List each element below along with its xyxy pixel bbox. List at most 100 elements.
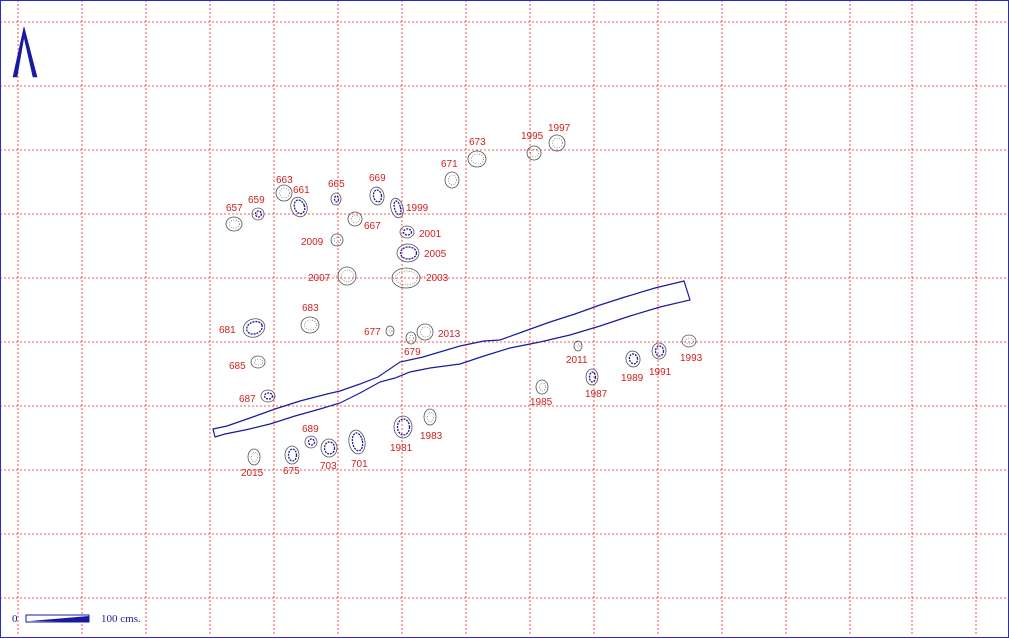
feature-1991: [651, 342, 667, 360]
feature-2007: [337, 266, 357, 286]
scale-bar-end-label: 100 cms.: [101, 613, 141, 625]
feature-2005: [396, 243, 420, 263]
feature-outline: [625, 350, 641, 368]
feature-outline: [467, 150, 487, 168]
feature-label-689: 689: [302, 424, 319, 435]
feature-703: [320, 438, 338, 458]
feature-hachure: [448, 174, 457, 186]
feature-outline: [405, 331, 417, 345]
feature-label-665: 665: [328, 179, 345, 190]
feature-label-669: 669: [369, 173, 386, 184]
feature-hachure: [396, 418, 411, 436]
feature-label-2005: 2005: [424, 249, 447, 260]
feature-1999: [390, 197, 404, 219]
feature-outline: [225, 216, 243, 232]
feature-outline: [535, 379, 549, 395]
feature-hachure: [588, 371, 597, 383]
feature-outline: [290, 196, 308, 218]
feature-outline: [526, 145, 542, 161]
feature-outline: [348, 429, 366, 455]
feature-hachure: [279, 187, 290, 199]
features-layer: [225, 134, 697, 466]
feature-hachure: [351, 214, 360, 224]
feature-hachure: [333, 195, 340, 203]
feature-label-663: 663: [276, 175, 293, 186]
feature-hachure: [323, 441, 336, 455]
feature-2013: [416, 323, 434, 341]
feature-label-661: 661: [293, 185, 310, 196]
feature-679: [405, 331, 417, 345]
feature-hachure: [388, 328, 393, 334]
feature-outline: [681, 334, 697, 348]
feature-2001: [399, 225, 415, 239]
feature-label-667: 667: [364, 221, 381, 232]
feature-label-703: 703: [320, 461, 337, 472]
feature-681: [242, 318, 266, 338]
feature-hachure: [372, 189, 383, 203]
feature-outline: [393, 415, 413, 439]
feature-label-2007: 2007: [308, 273, 331, 284]
feature-661: [290, 196, 308, 218]
feature-outline: [330, 233, 344, 247]
feature-outline: [399, 225, 415, 239]
feature-hachure: [628, 353, 639, 365]
feature-label-673: 673: [469, 137, 486, 148]
feature-hachure: [420, 326, 431, 338]
feature-outline: [247, 448, 261, 466]
feature-1989: [625, 350, 641, 368]
feature-667: [347, 211, 363, 227]
feature-label-679: 679: [404, 347, 421, 358]
feature-outline: [260, 389, 276, 403]
feature-671: [444, 171, 460, 189]
feature-657: [225, 216, 243, 232]
feature-hachure: [229, 219, 240, 229]
feature-hachure: [402, 228, 413, 236]
feature-hachure: [395, 270, 418, 286]
feature-label-671: 671: [441, 159, 458, 170]
feature-2015: [247, 448, 261, 466]
scale-bar-start-label: 0: [12, 613, 18, 625]
feature-outline: [651, 342, 667, 360]
feature-hachure: [254, 210, 263, 218]
feature-hachure: [399, 246, 418, 260]
feature-label-2015: 2015: [241, 468, 264, 479]
feature-hachure: [304, 319, 317, 331]
feature-label-1989: 1989: [621, 373, 644, 384]
feature-label-681: 681: [219, 325, 236, 336]
feature-label-1997: 1997: [548, 123, 571, 134]
feature-685: [250, 355, 266, 369]
feature-hachure: [254, 358, 263, 366]
feature-outline: [275, 184, 293, 202]
feature-outline: [416, 323, 434, 341]
feature-outline: [347, 211, 363, 227]
feature-hachure: [576, 343, 581, 349]
feature-1985: [535, 379, 549, 395]
feature-label-1995: 1995: [521, 131, 544, 142]
feature-hachure: [654, 345, 665, 357]
feature-label-701: 701: [351, 459, 368, 470]
feature-outline: [396, 243, 420, 263]
feature-outline: [573, 340, 583, 352]
feature-label-1991: 1991: [649, 367, 672, 378]
feature-outline: [444, 171, 460, 189]
feature-673: [467, 150, 487, 168]
feature-outline: [369, 186, 385, 206]
feature-outline: [251, 207, 265, 221]
feature-label-659: 659: [248, 195, 265, 206]
feature-hachure: [351, 432, 364, 452]
feature-label-1999: 1999: [406, 203, 429, 214]
feature-663: [275, 184, 293, 202]
feature-outline: [390, 197, 404, 219]
feature-1995: [526, 145, 542, 161]
feature-hachure: [251, 451, 258, 463]
feature-hachure: [539, 382, 546, 392]
feature-outline: [320, 438, 338, 458]
feature-label-2003: 2003: [426, 273, 449, 284]
feature-1981: [393, 415, 413, 439]
feature-outline: [304, 435, 318, 449]
feature-outline: [423, 408, 437, 426]
feature-hachure: [263, 392, 274, 400]
feature-hachure: [393, 200, 402, 216]
